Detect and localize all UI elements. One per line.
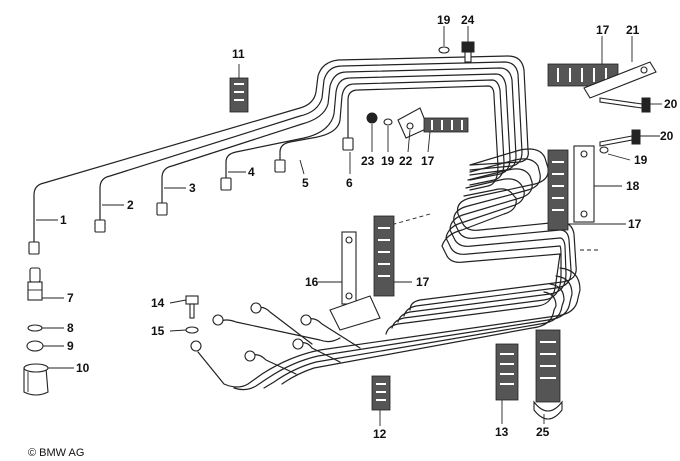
banjo-eye-4	[292, 338, 304, 350]
callout-25: 25	[536, 425, 550, 439]
protective-cap	[23, 363, 49, 396]
washer-19-right	[599, 146, 609, 154]
callout-15: 15	[151, 324, 165, 338]
callout-17-middle: 17	[416, 275, 430, 289]
callout-23: 23	[361, 154, 375, 168]
callout-13: 13	[495, 425, 509, 439]
washer	[27, 324, 43, 332]
callout-2: 2	[127, 198, 134, 212]
callout-10: 10	[76, 361, 90, 375]
banjo-eye-1	[212, 314, 224, 326]
pipe-nut-1	[28, 241, 40, 255]
union-fitting	[27, 267, 43, 301]
copyright-notice: © BMW AG	[28, 447, 84, 459]
pipe-nut-4	[220, 177, 232, 191]
callout-11: 11	[232, 47, 245, 61]
callout-14: 14	[151, 296, 165, 310]
nut-23	[366, 112, 378, 124]
bolt-14	[185, 295, 199, 319]
pipe-nut-6	[342, 137, 354, 151]
seal-ring	[26, 340, 44, 352]
callout-21: 21	[626, 23, 640, 37]
callout-20-top: 20	[664, 97, 678, 111]
bracket-18	[573, 145, 595, 223]
callout-12: 12	[373, 427, 387, 441]
clip-17-middle	[373, 215, 395, 297]
callout-5: 5	[302, 176, 309, 190]
pipe-clip-25	[533, 329, 563, 420]
washer-19-center	[383, 118, 393, 126]
banjo-lines	[190, 302, 361, 375]
clip-17-right	[547, 149, 569, 231]
leader-lines	[36, 26, 662, 426]
banjo-eye-3	[300, 314, 312, 326]
injection-pipe-bundle	[28, 55, 529, 255]
pipe-nut-3	[156, 202, 168, 216]
callout-19-top: 19	[437, 13, 451, 27]
callout-6: 6	[346, 176, 353, 190]
pipe-clip-13	[495, 343, 519, 401]
callout-19-right: 19	[634, 153, 648, 167]
return-line-bundle	[197, 148, 600, 391]
callout-8: 8	[67, 321, 74, 335]
callout-1: 1	[60, 213, 67, 227]
washer-19-top	[438, 46, 450, 54]
bolt-24	[461, 41, 475, 63]
callout-18: 18	[626, 179, 640, 193]
washer-15	[185, 326, 199, 334]
callout-7: 7	[67, 291, 74, 305]
bolt-20-top	[599, 97, 651, 113]
callout-16: 16	[305, 275, 319, 289]
callout-19-center: 19	[381, 154, 395, 168]
callout-3: 3	[189, 181, 196, 195]
callout-24: 24	[461, 13, 475, 27]
callout-4: 4	[248, 165, 255, 179]
pipe-clip-11	[229, 77, 249, 113]
pipe-nut-5	[274, 159, 286, 173]
bolt-20-right	[599, 129, 641, 147]
clip-17-center	[423, 117, 469, 133]
callout-9: 9	[67, 339, 74, 353]
callout-22: 22	[399, 154, 413, 168]
bracket-21	[583, 61, 657, 99]
callout-17-top: 17	[596, 23, 610, 37]
callout-17-center: 17	[421, 154, 435, 168]
bracket-22	[397, 107, 429, 139]
banjo-eye-2	[250, 302, 262, 314]
callout-20-right: 20	[660, 129, 674, 143]
banjo-eye-5	[244, 350, 256, 362]
bracket-16	[329, 231, 381, 331]
callout-labels: 1 2 3 4 5 6 7 8 9 10 11 12 13 14 15 16 1…	[60, 13, 678, 441]
pipe-clip-12	[371, 375, 391, 411]
callout-17-right: 17	[628, 217, 642, 231]
pipe-nut-2	[94, 219, 106, 233]
banjo-eye-6	[190, 340, 202, 352]
